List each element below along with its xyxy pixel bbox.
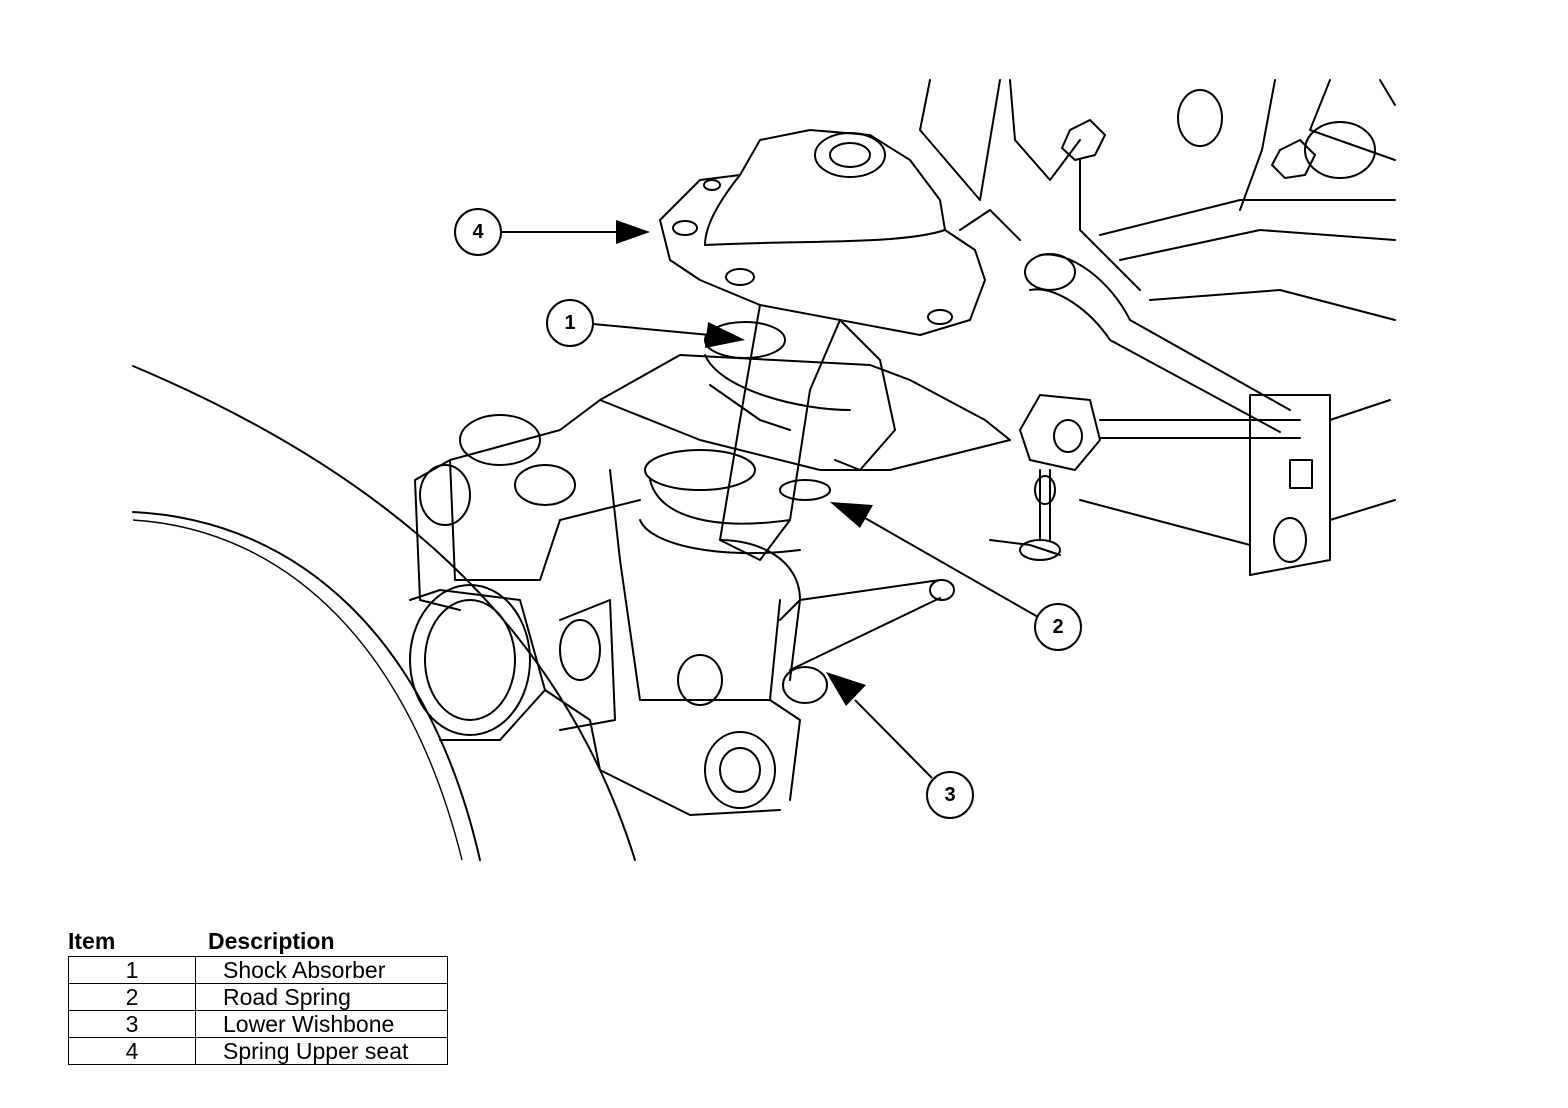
road-spring bbox=[639, 321, 851, 555]
legend-item-description: Road Spring bbox=[195, 983, 448, 1011]
legend-header: Item Description bbox=[68, 928, 448, 956]
callout-2: 2 bbox=[830, 502, 1082, 651]
parts-legend: Item Description 1 Shock Absorber 2 Road… bbox=[68, 928, 448, 1065]
legend-item-description: Lower Wishbone bbox=[195, 1010, 448, 1038]
wheel-outline bbox=[132, 365, 636, 861]
suspension-diagram: 4 1 2 3 bbox=[132, 79, 1396, 861]
legend-item-description: Spring Upper seat bbox=[195, 1037, 448, 1065]
callout-3: 3 bbox=[826, 672, 974, 819]
legend-row: 3 Lower Wishbone bbox=[68, 1010, 448, 1038]
legend-item-number: 2 bbox=[68, 983, 196, 1011]
subframe-outline bbox=[919, 79, 1396, 321]
callout-1: 1 bbox=[546, 299, 745, 348]
spring-upper-seat bbox=[659, 129, 986, 336]
anti-roll-bar bbox=[1019, 253, 1396, 576]
legend-item-number: 1 bbox=[68, 956, 196, 984]
lower-wishbone bbox=[409, 354, 1061, 816]
legend-header-description: Description bbox=[208, 928, 335, 954]
legend-row: 4 Spring Upper seat bbox=[68, 1037, 448, 1065]
legend-row: 1 Shock Absorber bbox=[68, 956, 448, 984]
legend-item-number: 3 bbox=[68, 1010, 196, 1038]
shock-absorber bbox=[709, 304, 896, 681]
legend-header-item: Item bbox=[68, 928, 116, 954]
callout-4: 4 bbox=[454, 208, 650, 256]
callout-1-label: 1 bbox=[564, 312, 575, 334]
legend-item-number: 4 bbox=[68, 1037, 196, 1065]
callout-4-label: 4 bbox=[472, 221, 484, 243]
legend-row: 2 Road Spring bbox=[68, 983, 448, 1011]
legend-table: 1 Shock Absorber 2 Road Spring 3 Lower W… bbox=[68, 956, 448, 1065]
callout-3-label: 3 bbox=[944, 784, 955, 806]
legend-item-description: Shock Absorber bbox=[195, 956, 448, 984]
callout-2-label: 2 bbox=[1052, 616, 1063, 638]
